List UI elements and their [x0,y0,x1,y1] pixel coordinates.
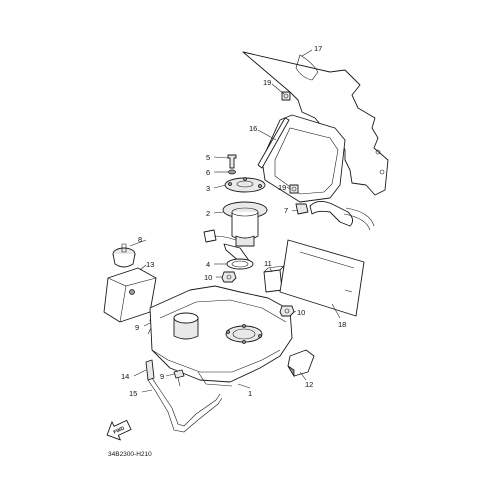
callout-11: 11 [264,259,272,268]
part-10-nut-right [279,305,295,317]
callout-labels: 17 19 16 5 6 3 19 7 2 8 4 11 13 10 10 9 … [121,44,346,398]
part-3-plate [224,177,266,193]
callout-1: 1 [248,389,252,398]
part-12-damper [287,349,315,378]
leader-lines [129,49,341,393]
callout-14: 14 [121,372,129,381]
callout-13: 13 [146,260,154,269]
drawing-code: 34B2300-H210 [108,451,152,458]
callout-9-upper: 9 [135,323,139,332]
part-6-washer [228,169,236,175]
callout-10-upper: 10 [204,273,212,282]
part-16-cover [257,114,346,203]
part-18-panel [279,239,365,317]
callout-17: 17 [314,44,322,53]
part-19-bolt-middle [289,184,299,194]
callout-4: 4 [206,260,210,269]
callout-18: 18 [338,320,346,329]
callout-3: 3 [206,184,210,193]
fwd-arrow-icon: FWD [106,419,132,441]
part-4-gasket [226,258,254,270]
part-8-filler-cap [112,243,136,268]
callout-19-middle: 19 [278,183,286,192]
part-7-fuel-connector [295,201,375,231]
part-1-fuel-tank [149,285,293,387]
part-17-bracket [242,51,389,196]
callout-8: 8 [138,235,142,244]
callout-19-upper: 19 [263,78,271,87]
callout-6: 6 [206,168,210,177]
callout-7: 7 [284,206,288,215]
part-13-box [103,267,157,323]
part-14-pipe [145,359,155,381]
callout-10-right: 10 [297,308,305,317]
part-9-bolt-lower [173,369,185,387]
callout-15: 15 [129,389,137,398]
part-10-nut-upper [221,271,237,283]
callout-9-lower: 9 [160,372,164,381]
callout-5: 5 [206,153,210,162]
callout-16: 16 [249,124,257,133]
callout-12: 12 [305,380,313,389]
callout-2: 2 [206,209,210,218]
part-15-hose [147,377,223,433]
part-2-fuel-pump [203,201,268,263]
fwd-label: FWD [113,425,126,435]
part-5-screw [227,154,237,169]
